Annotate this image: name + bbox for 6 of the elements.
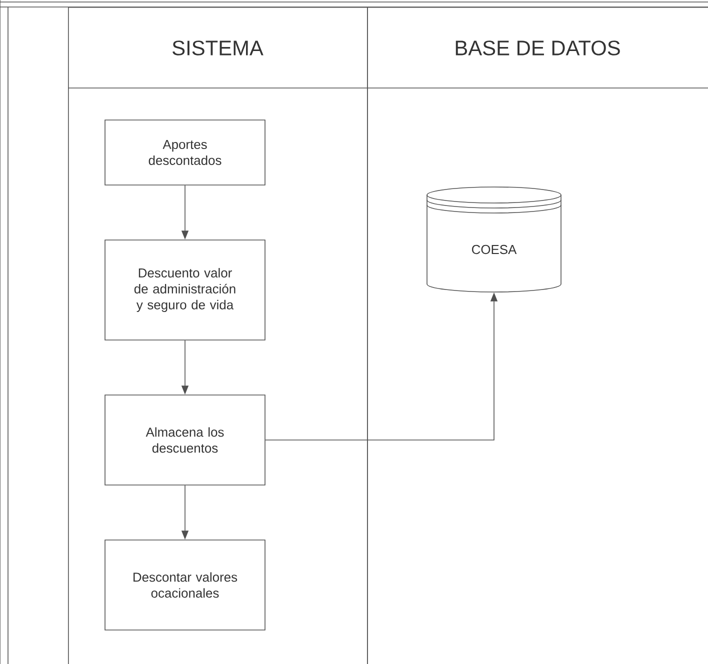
database-cylinder: COESA [426, 186, 562, 292]
process-box: Descontar valores ocacionales [104, 540, 266, 630]
process-box: Almacena los descuentos [104, 394, 266, 486]
process-box: Aportes descontados [104, 120, 266, 186]
process-box: Descuento valor de administración y seguro de vida [104, 240, 266, 340]
node-label: COESA [472, 244, 517, 254]
